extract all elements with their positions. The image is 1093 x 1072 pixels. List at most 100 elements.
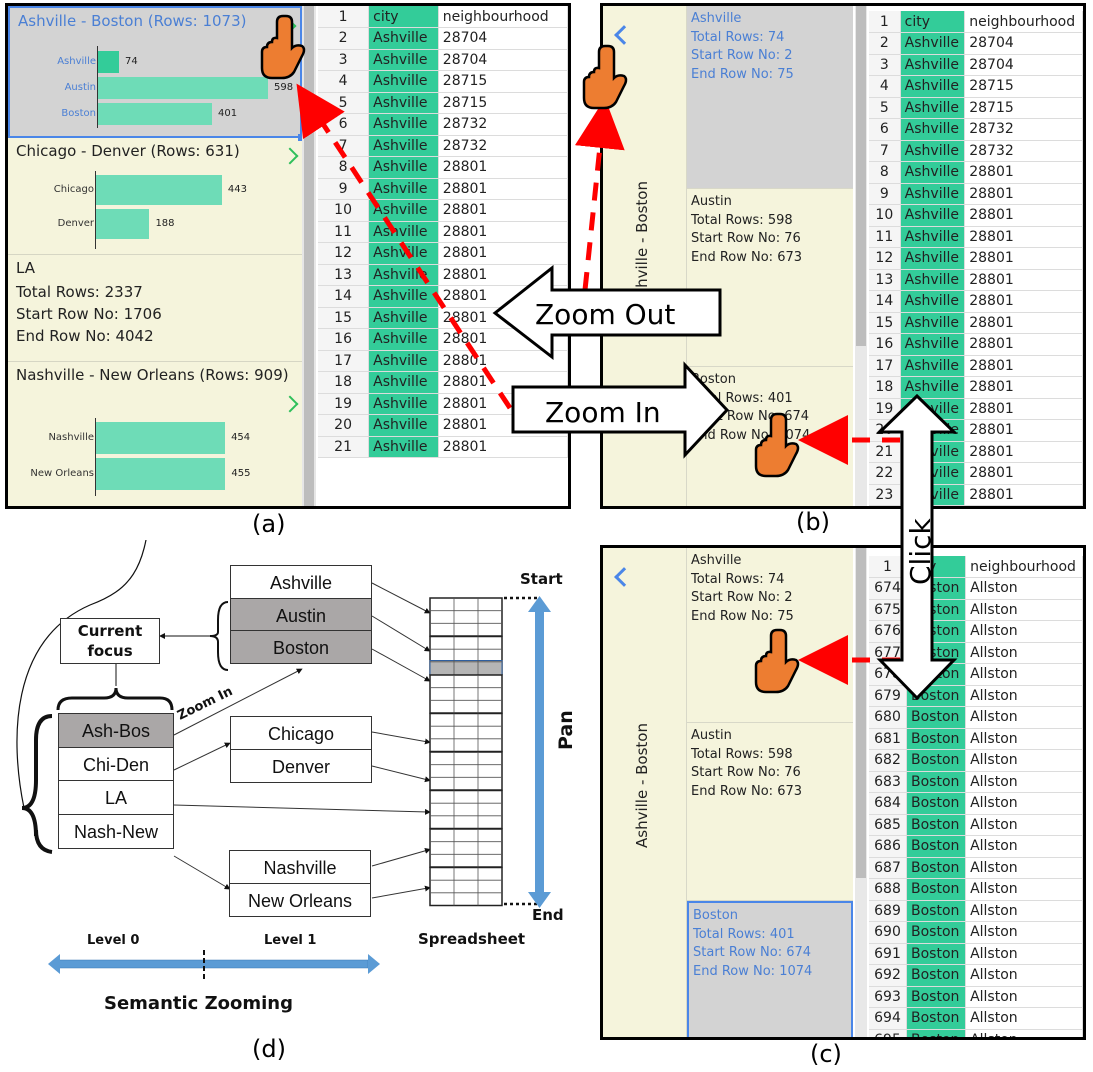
neighbourhood-cell[interactable]: 28801 bbox=[964, 484, 1083, 506]
row-number-cell[interactable]: 5 bbox=[318, 92, 370, 114]
city-cell[interactable]: Ashville bbox=[900, 54, 966, 76]
city-cell[interactable]: Ashville bbox=[368, 70, 439, 93]
city-cell[interactable]: Boston bbox=[906, 878, 967, 901]
neighbourhood-cell[interactable]: 28732 bbox=[438, 135, 568, 157]
row-number-cell[interactable]: 6 bbox=[869, 118, 901, 141]
row-number-cell[interactable]: 690 bbox=[869, 921, 907, 944]
row-number-cell[interactable]: 8 bbox=[869, 161, 901, 184]
row-number-cell[interactable]: 17 bbox=[318, 350, 370, 372]
neighbourhood-cell[interactable]: neighbourhood bbox=[438, 6, 568, 28]
chevron-right-icon[interactable] bbox=[279, 17, 297, 35]
row-number-cell[interactable]: 674 bbox=[869, 577, 907, 600]
row-number-cell[interactable]: 16 bbox=[869, 333, 901, 356]
row-number-cell[interactable]: 10 bbox=[318, 199, 370, 222]
city-cell[interactable]: Ashville bbox=[368, 27, 439, 50]
scrollbar-thumb[interactable] bbox=[304, 6, 314, 506]
neighbourhood-cell[interactable]: Allston bbox=[965, 835, 1083, 858]
neighbourhood-cell[interactable]: Allston bbox=[965, 814, 1083, 836]
city-cell[interactable]: Boston bbox=[906, 620, 967, 643]
city-cell[interactable]: Ashville bbox=[900, 183, 966, 205]
neighbourhood-cell[interactable]: 28801 bbox=[438, 328, 568, 351]
neighbourhood-cell[interactable]: Allston bbox=[965, 728, 1083, 750]
row-number-cell[interactable]: 15 bbox=[869, 312, 901, 334]
neighbourhood-cell[interactable]: 28801 bbox=[964, 355, 1083, 377]
neighbourhood-cell[interactable]: Allston bbox=[965, 599, 1083, 621]
table-row[interactable]: 24Ashville28801 bbox=[869, 505, 1083, 506]
row-number-cell[interactable]: 683 bbox=[869, 771, 907, 793]
neighbourhood-cell[interactable]: 28715 bbox=[964, 97, 1083, 119]
city-cell[interactable]: Ashville bbox=[900, 441, 966, 463]
row-number-cell[interactable]: 694 bbox=[869, 1007, 907, 1030]
neighbourhood-cell[interactable]: neighbourhood bbox=[965, 556, 1083, 578]
city-cell[interactable]: Boston bbox=[906, 921, 967, 944]
city-cell[interactable]: Boston bbox=[906, 1029, 967, 1037]
overview-scrollbar[interactable] bbox=[302, 6, 316, 506]
row-number-cell[interactable]: 687 bbox=[869, 857, 907, 879]
neighbourhood-cell[interactable]: Allston bbox=[965, 921, 1083, 944]
neighbourhood-cell[interactable]: 28801 bbox=[964, 204, 1083, 227]
row-number-cell[interactable]: 693 bbox=[869, 986, 907, 1008]
neighbourhood-cell[interactable]: Allston bbox=[965, 1007, 1083, 1030]
city-cell[interactable]: Ashville bbox=[900, 333, 966, 356]
city-cell[interactable]: Ashville bbox=[368, 178, 439, 200]
neighbourhood-cell[interactable]: Allston bbox=[965, 986, 1083, 1008]
row-number-cell[interactable]: 691 bbox=[869, 943, 907, 965]
neighbourhood-cell[interactable]: Allston bbox=[965, 878, 1083, 901]
row-number-cell[interactable]: 18 bbox=[318, 371, 370, 394]
chevron-left-icon[interactable] bbox=[614, 567, 634, 587]
neighbourhood-cell[interactable]: Allston bbox=[965, 857, 1083, 879]
neighbourhood-cell[interactable]: 28801 bbox=[438, 350, 568, 372]
city-cell[interactable]: Ashville bbox=[900, 355, 966, 377]
city-cell[interactable]: Ashville bbox=[900, 398, 966, 420]
neighbourhood-cell[interactable]: 28801 bbox=[964, 247, 1083, 270]
row-number-cell[interactable]: 9 bbox=[869, 183, 901, 205]
row-number-cell[interactable]: 7 bbox=[869, 140, 901, 162]
city-cell[interactable]: Ashville bbox=[368, 285, 439, 308]
row-number-cell[interactable]: 678 bbox=[869, 663, 907, 686]
neighbourhood-cell[interactable]: 28801 bbox=[964, 183, 1083, 205]
neighbourhood-cell[interactable]: Allston bbox=[965, 642, 1083, 664]
city-cell[interactable]: Ashville bbox=[368, 135, 439, 157]
city-cell[interactable]: Boston bbox=[906, 599, 967, 621]
city-cell[interactable]: city bbox=[906, 556, 967, 578]
city-cell[interactable]: Ashville bbox=[368, 307, 439, 329]
neighbourhood-cell[interactable]: Allston bbox=[965, 964, 1083, 987]
neighbourhood-cell[interactable]: 28801 bbox=[964, 505, 1083, 506]
detail-scrollbar[interactable] bbox=[855, 548, 867, 1037]
neighbourhood-cell[interactable]: neighbourhood bbox=[964, 11, 1083, 33]
city-cell[interactable]: city bbox=[368, 6, 439, 28]
city-cell[interactable]: Ashville bbox=[368, 393, 439, 415]
city-cell[interactable]: Boston bbox=[906, 771, 967, 793]
city-cell[interactable]: Ashville bbox=[900, 97, 966, 119]
row-number-cell[interactable]: 680 bbox=[869, 706, 907, 729]
neighbourhood-cell[interactable]: Allston bbox=[965, 771, 1083, 793]
neighbourhood-cell[interactable]: 28801 bbox=[964, 419, 1083, 442]
city-cell[interactable]: Ashville bbox=[900, 290, 966, 313]
city-cell[interactable]: Boston bbox=[906, 943, 967, 965]
